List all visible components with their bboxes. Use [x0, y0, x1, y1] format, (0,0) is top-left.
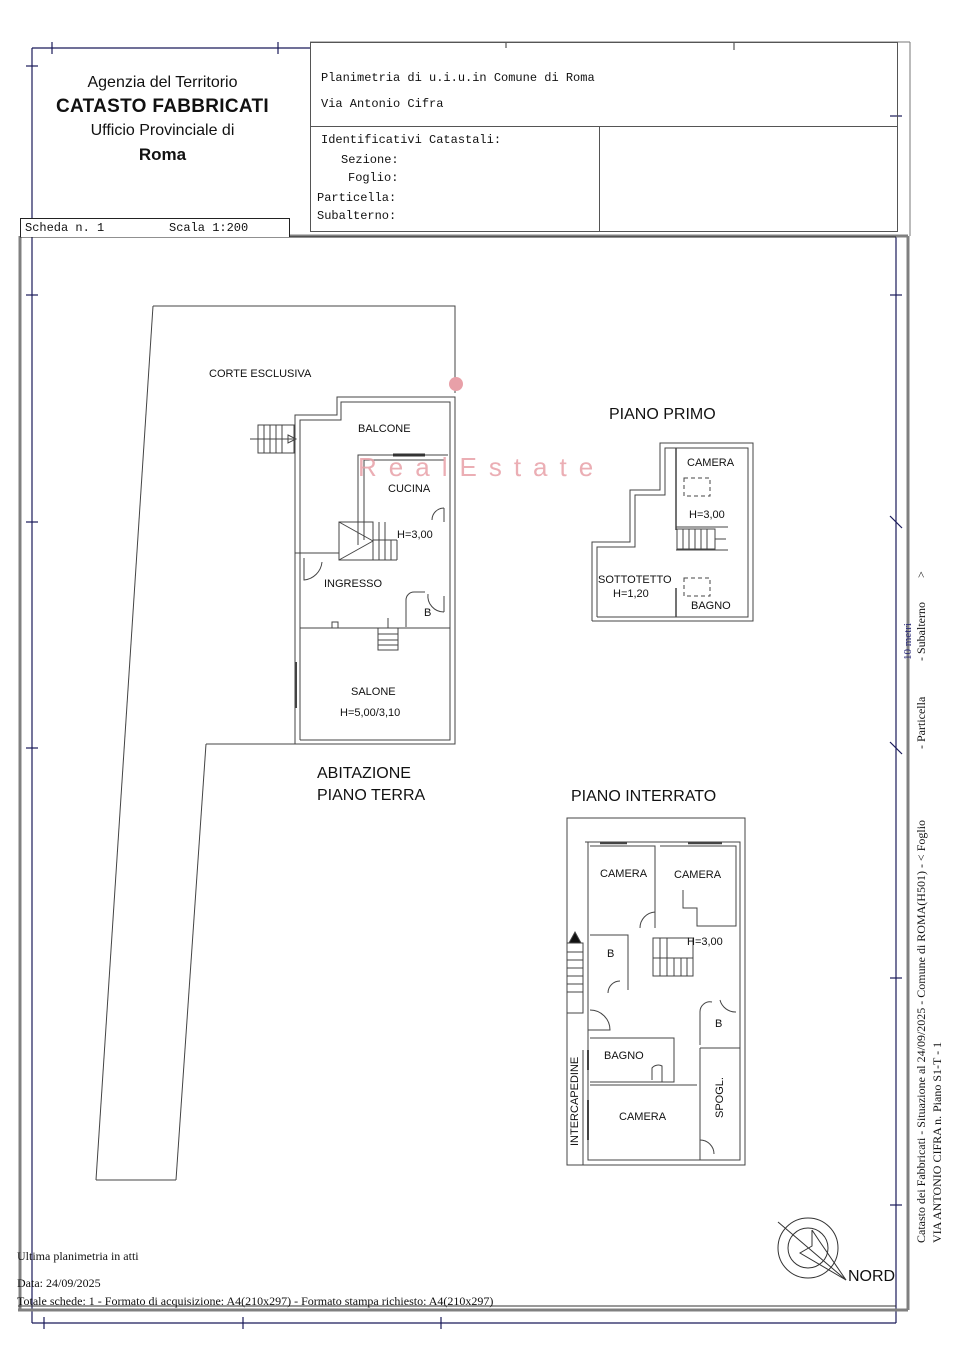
height: H=3,00 — [687, 936, 723, 948]
room-camera-1: CAMERA — [600, 868, 648, 880]
side-info-line1: Catasto dei Fabbricati - Situazione al 2… — [914, 819, 928, 1243]
piano-interrato-title: PIANO INTERRATO — [571, 788, 717, 805]
divider — [599, 126, 600, 231]
scheda-number: Scheda n. 1 — [25, 221, 105, 235]
room-salone: SALONE — [351, 686, 396, 698]
sezione-label: Sezione: — [341, 153, 399, 167]
room-b-2: B — [715, 1018, 723, 1030]
room-spogl: SPOGL. — [714, 1077, 726, 1118]
room-bagno: BAGNO — [691, 600, 731, 612]
address: Via Antonio Cifra — [321, 97, 444, 111]
room-intercapedine: INTERCAPEDINE — [569, 1056, 581, 1146]
catasto-title: CATASTO FABBRICATI — [56, 96, 269, 117]
ufficio-city: Roma — [138, 145, 187, 164]
room-camera-2: CAMERA — [674, 869, 722, 881]
particella-label: Particella: — [317, 191, 397, 205]
room-cucina: CUCINA — [388, 483, 431, 495]
subalterno-label: Subalterno: — [317, 209, 397, 223]
room-balcone: BALCONE — [358, 423, 411, 435]
piano-terra-title-1: ABITAZIONE — [317, 765, 411, 782]
footer-ultima: Ultima planimetria in atti — [17, 1249, 139, 1263]
room-bagno: BAGNO — [604, 1050, 644, 1062]
title-box: Planimetria di u.i.u.in Comune di Roma V… — [310, 42, 898, 232]
room-camera-3: CAMERA — [619, 1111, 667, 1123]
agency-name: Agenzia del Territorio — [87, 74, 238, 91]
sottotetto-height: H=1,20 — [613, 588, 649, 600]
piano-terra-title-2: PIANO TERRA — [317, 787, 426, 804]
footer-totale: Totale schede: 1 - Formato di acquisizio… — [17, 1294, 494, 1308]
footer-data: Data: 24/09/2025 — [17, 1276, 101, 1290]
side-info-particella: - Particella — [914, 696, 928, 749]
watermark: RealEstate — [358, 452, 606, 482]
scale-bar-label: 10 metri — [902, 623, 914, 660]
side-info-subalterno: - Subalterno — [914, 602, 928, 661]
north-compass-icon — [777, 1217, 847, 1281]
room-b: B — [424, 607, 432, 619]
room-camera: CAMERA — [687, 457, 735, 469]
foglio-label: Foglio: — [348, 171, 399, 185]
side-info-end: > — [914, 571, 928, 578]
identificativi-label: Identificativi Catastali: — [321, 133, 502, 147]
watermark-dot — [449, 377, 463, 391]
compass-label: NORD — [848, 1268, 896, 1285]
height-stairs: H=3,00 — [397, 529, 433, 541]
room-corte: CORTE ESCLUSIVA — [209, 368, 312, 380]
planimetria-title: Planimetria di u.i.u.in Comune di Roma — [321, 71, 595, 85]
room-ingresso: INGRESSO — [324, 578, 383, 590]
room-sottotetto: SOTTOTETTO — [598, 574, 672, 586]
agency-header: Agenzia del Territorio CATASTO FABBRICAT… — [30, 72, 295, 168]
side-info-piano: Piano S1-T - 1 — [930, 1041, 944, 1112]
scala: Scala 1:200 — [169, 221, 249, 235]
side-info-line2: VIA ANTONIO CIFRA n. — [930, 1115, 944, 1243]
height: H=3,00 — [689, 509, 725, 521]
ufficio-label: Ufficio Provinciale di — [90, 122, 235, 139]
room-b-1: B — [607, 948, 615, 960]
salone-height: H=5,00/3,10 — [340, 707, 401, 719]
scheda-box: Scheda n. 1 Scala 1:200 — [20, 218, 290, 237]
piano-primo-title: PIANO PRIMO — [609, 406, 716, 423]
divider — [311, 126, 897, 127]
